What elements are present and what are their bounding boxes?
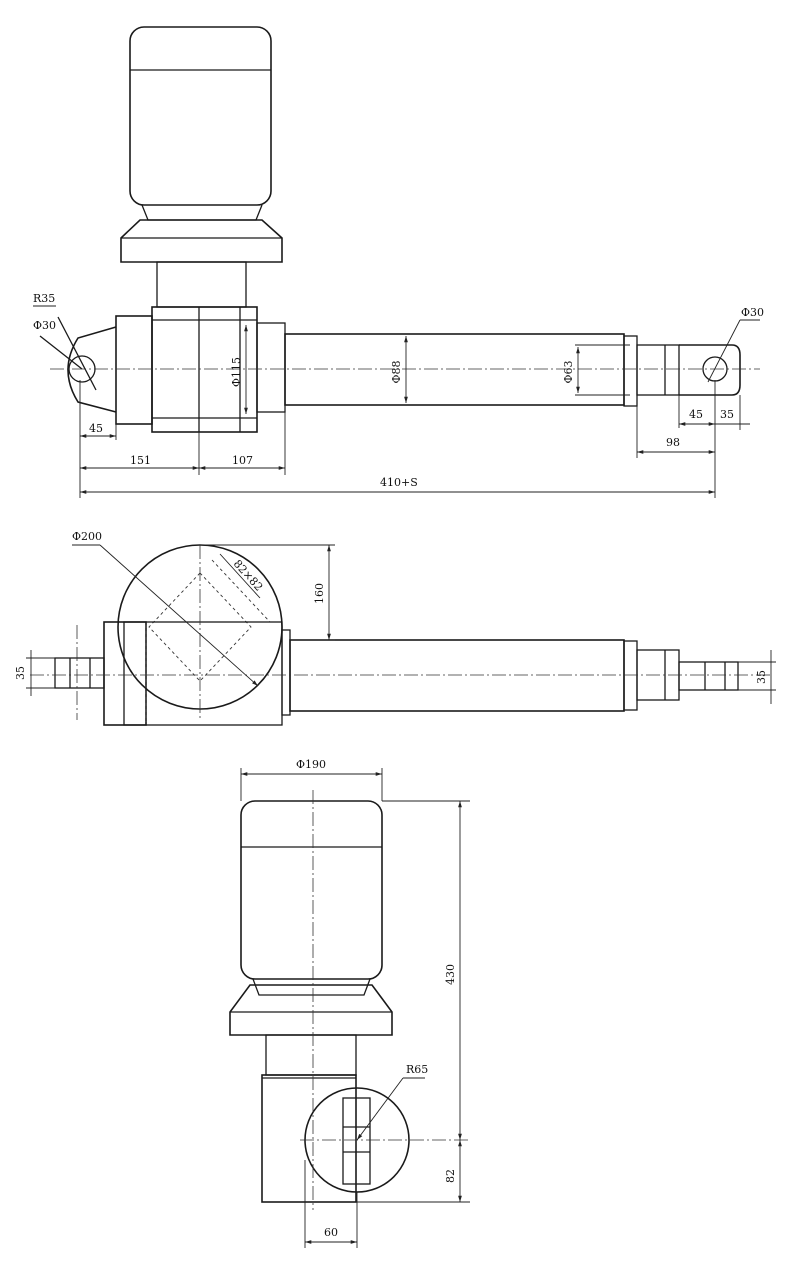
dim-82: 82 <box>444 1169 457 1183</box>
dim-45-right: 45 <box>689 408 703 421</box>
dim-35-side-left: 35 <box>14 666 27 680</box>
dim-45-left: 45 <box>89 422 103 435</box>
dim-160: 160 <box>313 583 326 604</box>
front-motor <box>120 26 283 263</box>
bottom-view: Φ190 430 82 R65 60 <box>229 758 470 1248</box>
dim-phi190: Φ190 <box>296 758 326 771</box>
dim-phi30-right: Φ30 <box>741 306 764 319</box>
dim-82x82: 82×82 <box>231 557 266 593</box>
dim-phi88: Φ88 <box>390 360 403 383</box>
dim-35-side-right: 35 <box>755 670 768 684</box>
dim-r35: R35 <box>33 292 55 305</box>
dim-151: 151 <box>130 454 151 467</box>
dim-phi200: Φ200 <box>72 530 102 543</box>
dim-35-front: 35 <box>720 408 734 421</box>
rod-end <box>636 344 741 396</box>
dim-phi30-left: Φ30 <box>33 319 56 332</box>
dim-98: 98 <box>666 436 680 449</box>
dim-107: 107 <box>232 454 253 467</box>
dim-overall: 410+S <box>380 476 418 489</box>
dim-430: 430 <box>444 964 457 985</box>
front-gearbox <box>115 261 286 433</box>
dim-60: 60 <box>324 1226 338 1239</box>
dim-phi115: Φ115 <box>230 357 243 387</box>
front-view: Φ115 Φ88 Φ63 R35 Φ30 Φ30 45 151 107 <box>33 26 764 498</box>
dim-phi63: Φ63 <box>562 360 575 383</box>
side-view: Φ200 82×82 160 35 35 <box>14 530 776 726</box>
dim-r65: R65 <box>406 1063 428 1076</box>
